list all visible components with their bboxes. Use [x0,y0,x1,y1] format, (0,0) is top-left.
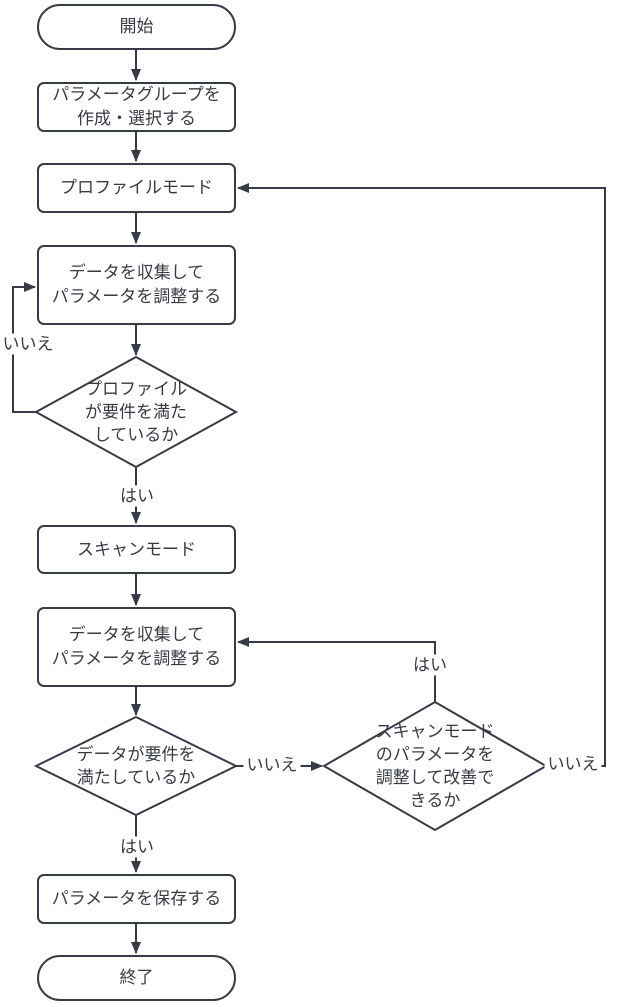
decision-profile-check-label: プロファイル が要件を満た しているか [85,379,187,445]
edge-label-check1-yes: はい [117,485,157,507]
edge-label-check3-yes: はい [410,654,450,676]
edge-check3-no-to-profile [237,183,606,767]
node-collect-adjust-scan: データを収集して パラメータを調整する [37,607,236,687]
node-profile-mode: プロファイルモード [37,163,236,213]
decision-data-check-shape [33,715,239,817]
decision-profile-check-shape [33,355,239,469]
decision-improve-check-label: スキャンモード のパラメータを 調整して改善で きるか [375,722,495,810]
node-create-group: パラメータグループを 作成・選択する [37,82,236,132]
node-scan-mode: スキャンモード [37,525,236,574]
edge-label-check2-yes: はい [117,836,157,858]
decision-data-check-label: データが要件を 満たしているか [76,745,196,787]
node-collect-adjust-profile: データを収集して パラメータを調整する [37,245,236,325]
edge-label-check3-no: いいえ [544,753,602,775]
decision-improve-check-shape [321,700,549,832]
node-end: 終了 [37,955,236,1001]
node-start: 開始 [37,4,236,50]
node-save-params: パラメータを保存する [37,874,236,924]
edge-check3-yes-to-collect2 [237,637,436,702]
edge-label-check2-no: いいえ [243,754,301,776]
edge-label-check1-no: いいえ [0,333,57,355]
